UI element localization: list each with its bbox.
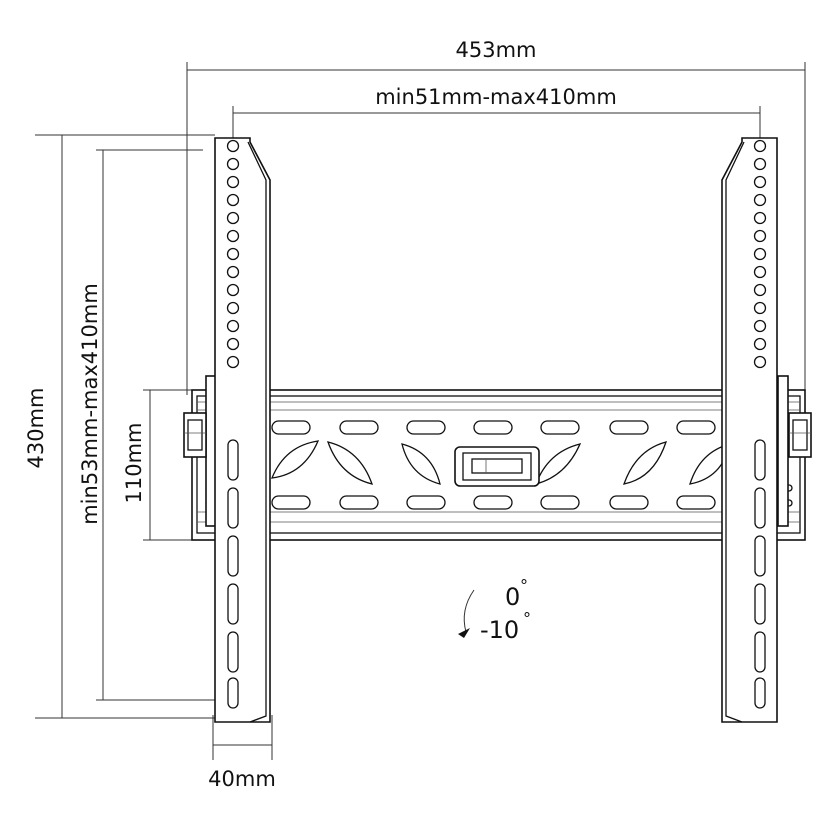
left-vertical-arm	[214, 137, 271, 723]
overall-width-label: 453mm	[456, 38, 537, 62]
tilt-arc-arrow	[463, 589, 475, 633]
tilt-upper-degree: °	[520, 576, 528, 595]
plate-height-label: 110mm	[122, 423, 146, 504]
left-arm-round-holes	[226, 139, 240, 369]
right-arm-round-holes	[753, 139, 767, 369]
right-latch	[777, 375, 812, 527]
plate-leaf-cutouts	[270, 440, 731, 485]
right-vertical-arm	[721, 137, 778, 723]
left-arm-slots	[227, 439, 239, 709]
tilt-arrow-head-icon	[458, 628, 470, 638]
left-latch	[183, 375, 217, 527]
tilt-lower-degree: °	[523, 609, 531, 628]
tilt-lower-value: -10	[480, 616, 519, 644]
plate-slots-bottom	[271, 495, 716, 510]
right-arm-slots	[754, 439, 766, 709]
overall-height-label: 430mm	[24, 388, 48, 469]
tilt-indicator: 0 ° -10 °	[458, 576, 531, 644]
depth-label: 40mm	[208, 767, 276, 791]
wall-plate	[191, 389, 806, 541]
center-lock	[454, 446, 540, 487]
plate-slots-top	[271, 420, 716, 435]
vesa-vertical-label: min53mm-max410mm	[78, 283, 102, 525]
dimension-lines	[35, 62, 806, 760]
vesa-horizontal-label: min51mm-max410mm	[375, 85, 617, 109]
tilt-upper-value: 0	[505, 583, 520, 611]
